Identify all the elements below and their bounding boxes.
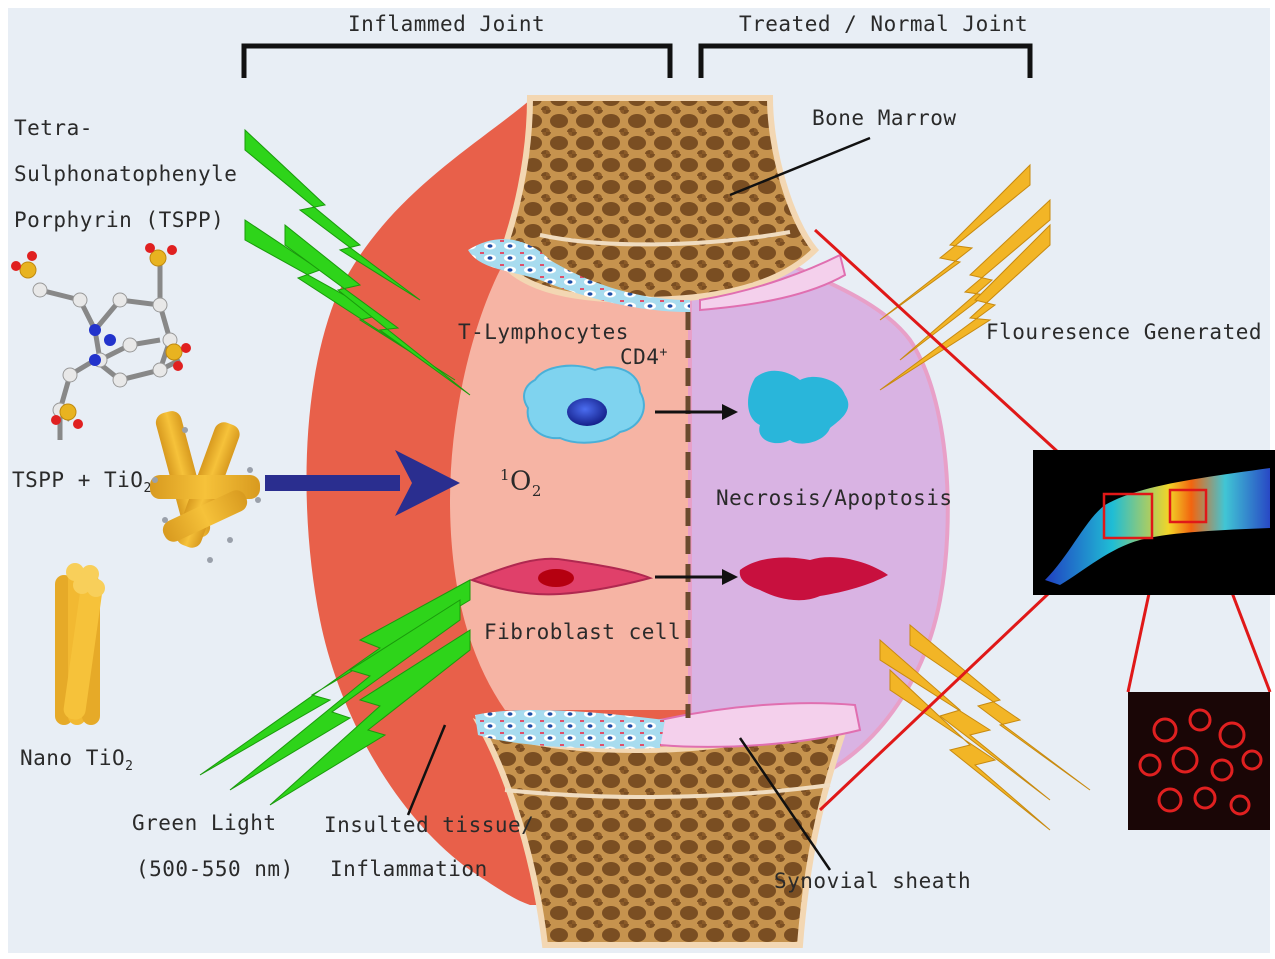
cd4-text: CD4 [620, 345, 659, 369]
fibroblast-nucleus [538, 569, 574, 587]
bone-marrow-label: Bone Marrow [812, 108, 957, 129]
necrosis-apoptosis-label: Necrosis/Apoptosis [716, 488, 953, 509]
nano-tio2-bundle [55, 563, 105, 725]
tspp-label-line2: Sulphonatophenyle [14, 164, 237, 185]
wavelength-label: (500-550 nm) [136, 859, 294, 880]
fibroblast-label: Fibroblast cell [484, 622, 681, 643]
singlet-oxygen-superscript: 1 [500, 466, 510, 484]
cd4-label: CD4+ [620, 346, 668, 368]
nano-tio2-text: Nano TiO [20, 746, 125, 770]
fluorescence-generated-label: Flouresence Generated [986, 322, 1262, 343]
nano-tio2-label: Nano TiO2 [20, 748, 133, 773]
inflammation-label: Inflammation [330, 859, 488, 880]
nano-tio2-subscript: 2 [125, 759, 133, 774]
tspp-label-line3: Porphyrin (TSPP) [14, 210, 224, 231]
singlet-oxygen-subscript: 2 [532, 482, 542, 500]
tspp-label-line1: Tetra- [14, 118, 93, 139]
tspp-tio2-text: TSPP + TiO [12, 468, 143, 492]
singlet-oxygen-text: O [510, 467, 532, 497]
singlet-oxygen-label: 1O2 [500, 468, 542, 499]
t-lymphocytes-label: T-Lymphocytes [458, 322, 629, 343]
synovial-sheath-label: Synovial sheath [774, 871, 971, 892]
cd4-superscript: + [659, 345, 667, 360]
tspp-tio2-label: TSPP + TiO2 [12, 470, 152, 495]
tspp-tio2-subscript: 2 [143, 481, 151, 496]
treated-joint-header: Treated / Normal Joint [739, 14, 1028, 35]
insulted-tissue-label: Insulted tissue/ [324, 815, 534, 836]
inflamed-joint-header: Inflammed Joint [348, 14, 545, 35]
lymphocyte-nucleus [567, 398, 607, 426]
green-light-label: Green Light [132, 813, 277, 834]
blue-arrow-shaft [265, 475, 400, 491]
